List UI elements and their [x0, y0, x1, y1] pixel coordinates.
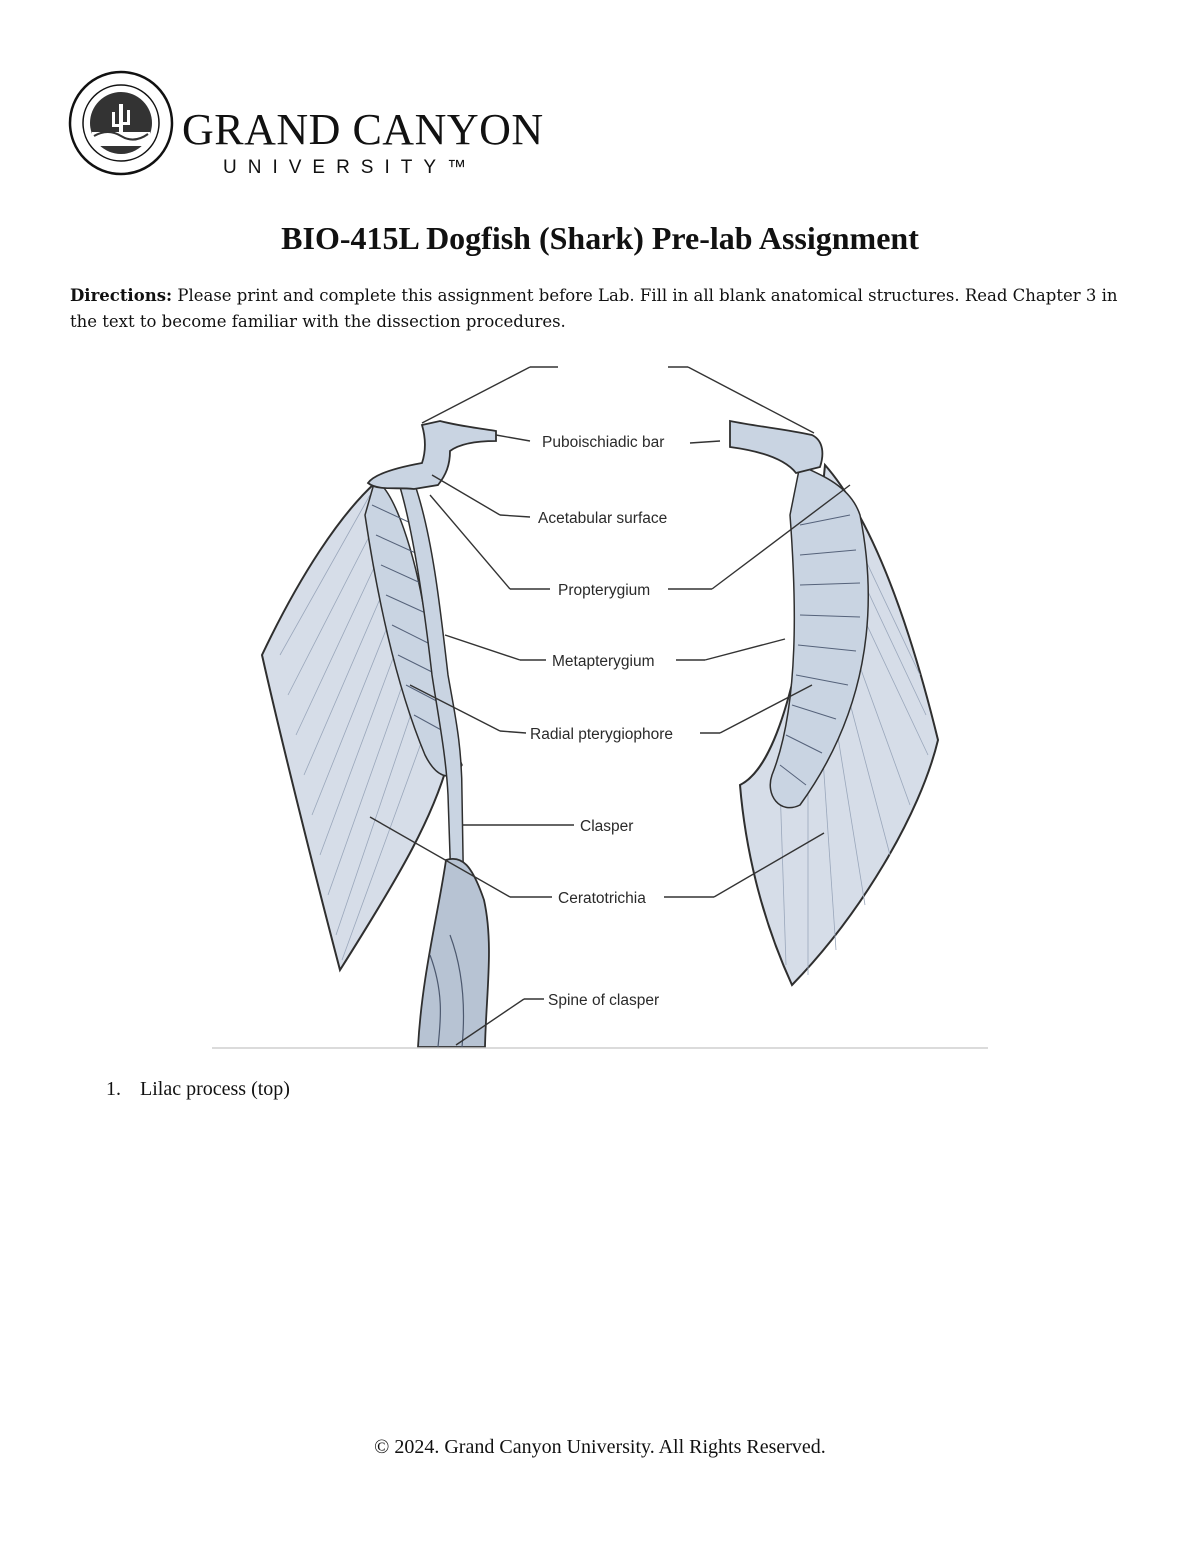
logo-wordmark-line1: GRAND CANYON: [182, 105, 544, 154]
logo-wordmark-line2: UNIVERSITY™: [223, 157, 478, 178]
question-item: 1. Lilac process (top): [106, 1078, 290, 1101]
university-seal-icon: [68, 70, 174, 176]
directions-label: Directions:: [70, 286, 173, 305]
leader-lines: [369, 366, 851, 1046]
left-fin-rays: [279, 494, 425, 961]
label-spine-of-clasper: Spine of clasper: [548, 992, 659, 1009]
right-puboischiadic-bar: [729, 419, 824, 475]
directions-text: Please print and complete this assignmen…: [70, 286, 1118, 331]
question-text: Lilac process (top): [140, 1078, 290, 1100]
page-title: BIO-415L Dogfish (Shark) Pre-lab Assignm…: [281, 220, 919, 256]
question-number: 1.: [106, 1078, 121, 1100]
label-propterygium: Propterygium: [558, 582, 650, 599]
label-radial-pterygiophore: Radial pterygiophore: [530, 726, 673, 743]
label-puboischiadic-bar: Puboischiadic bar: [542, 434, 664, 451]
label-clasper: Clasper: [580, 818, 633, 835]
copyright-footer: © 2024. Grand Canyon University. All Rig…: [374, 1436, 826, 1458]
spine-of-clasper-left: [417, 858, 490, 1048]
university-logo: GRAND CANYON UNIVERSITY™: [68, 70, 548, 180]
left-puboischiadic-bar: [366, 420, 497, 490]
label-ceratotrichia: Ceratotrichia: [558, 890, 646, 907]
right-radial-lines: [779, 514, 861, 786]
pelvic-fin-diagram: Puboischiadic bar Acetabular surface Pro…: [200, 355, 1000, 1055]
directions-paragraph: Directions: Please print and complete th…: [70, 283, 1130, 335]
label-acetabular-surface: Acetabular surface: [538, 510, 667, 527]
label-metapterygium: Metapterygium: [552, 653, 655, 670]
